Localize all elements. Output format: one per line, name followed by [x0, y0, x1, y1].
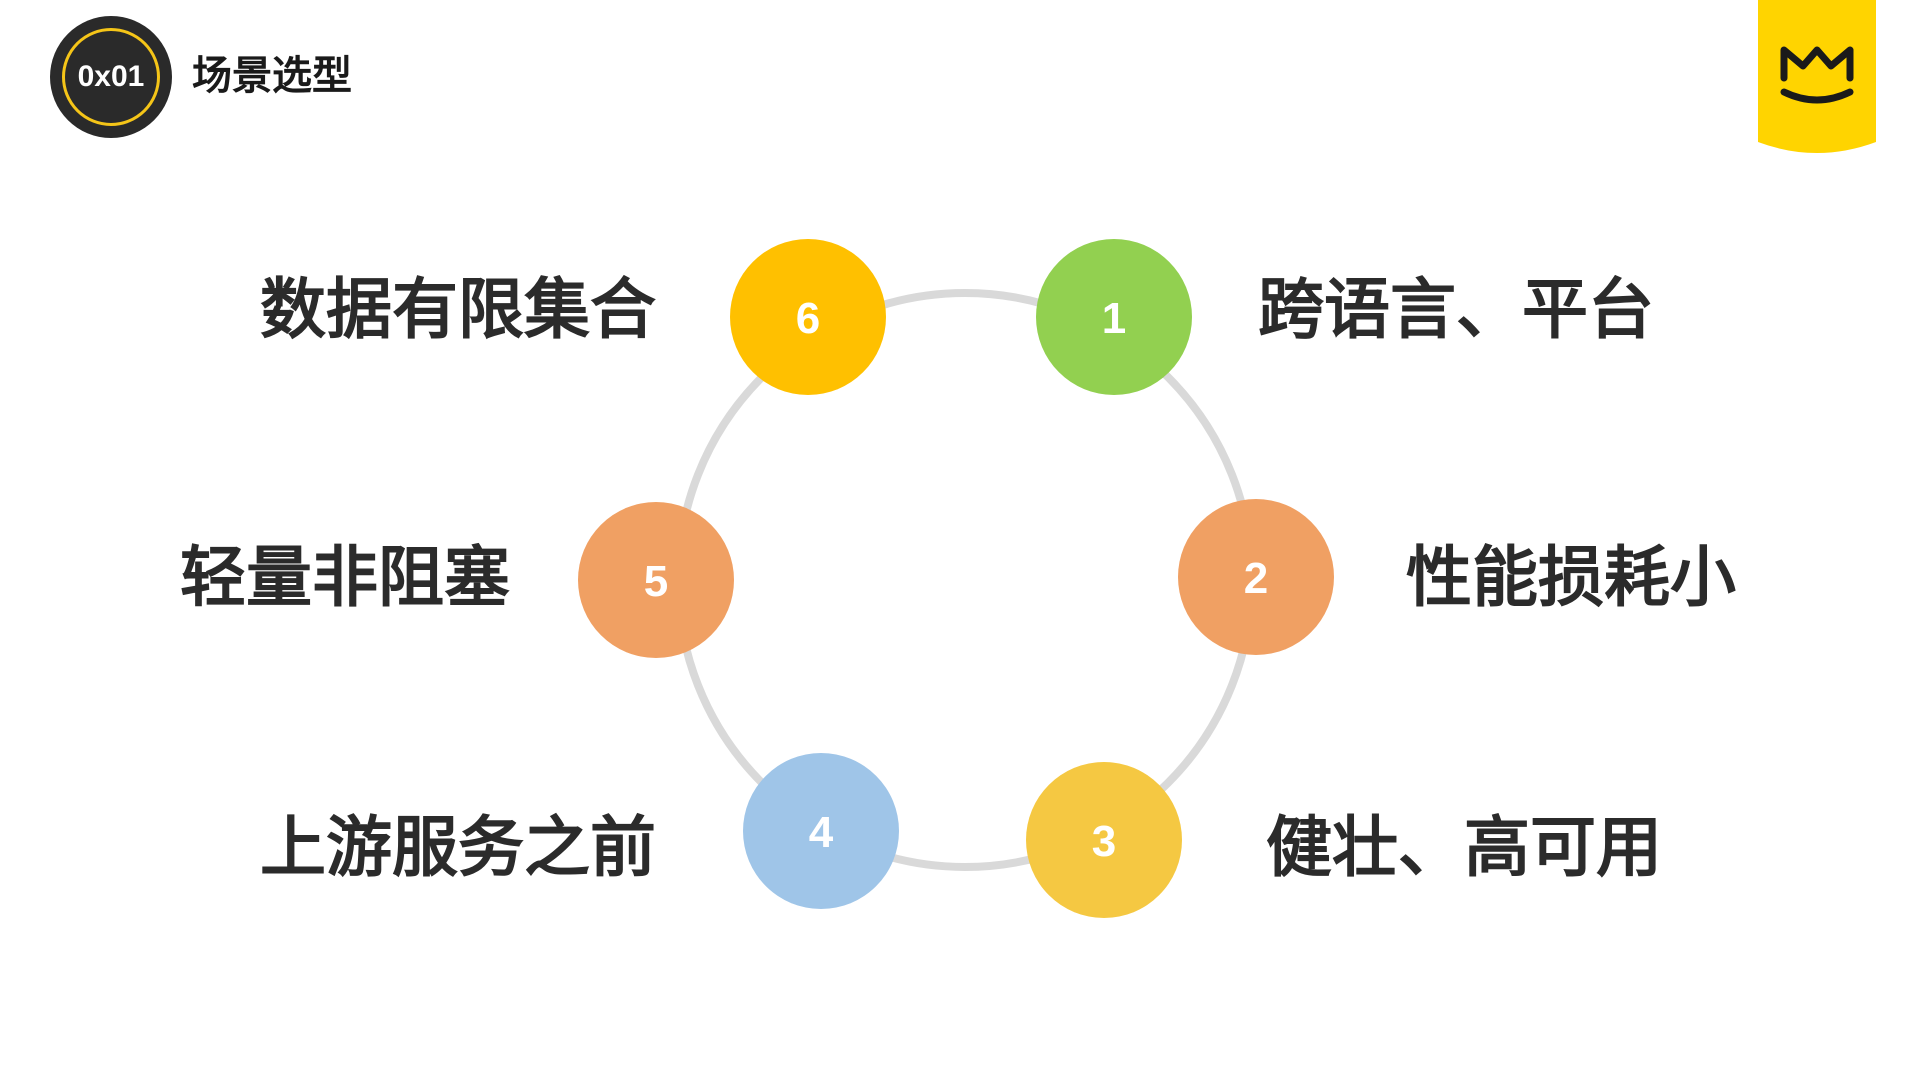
- cycle-node-circle: [1178, 499, 1334, 655]
- label-node-3: 健壮、高可用: [1266, 809, 1662, 886]
- label-node-5: 轻量非阻塞: [180, 539, 510, 616]
- cycle-node-number: 3: [1092, 817, 1116, 866]
- cycle-node-number: 5: [644, 557, 668, 606]
- cycle-node-circle: [730, 239, 886, 395]
- cycle-node-5: 5: [578, 502, 734, 658]
- crown-face-icon: [1780, 46, 1854, 104]
- page-title: 场景选型: [192, 53, 352, 99]
- cycle-node-number: 1: [1102, 294, 1126, 343]
- section-badge-ring: 0x01: [62, 28, 160, 126]
- label-node-2: 性能损耗小: [1406, 539, 1736, 616]
- cycle-node-6: 6: [730, 239, 886, 395]
- cycle-node-number: 4: [809, 808, 834, 857]
- cycle-node-number: 6: [796, 294, 820, 343]
- cycle-node-circle: [1026, 762, 1182, 918]
- cycle-node-number: 2: [1244, 554, 1268, 603]
- cycle-node-4: 4: [743, 753, 899, 909]
- label-node-6: 数据有限集合: [260, 271, 656, 348]
- logo-background: [1758, 0, 1876, 153]
- cycle-node-circle: [743, 753, 899, 909]
- section-badge: 0x01: [50, 16, 172, 138]
- logo-tab: [1758, 0, 1876, 153]
- cycle-nodes: 1 2 3 4 5 6: [578, 239, 1334, 918]
- label-node-4: 上游服务之前: [260, 809, 656, 886]
- cycle-node-2: 2: [1178, 499, 1334, 655]
- section-badge-text: 0x01: [77, 60, 145, 93]
- cycle-node-3: 3: [1026, 762, 1182, 918]
- cycle-node-1: 1: [1036, 239, 1192, 395]
- cycle-node-circle: [1036, 239, 1192, 395]
- cycle-node-circle: [578, 502, 734, 658]
- label-node-1: 跨语言、平台: [1258, 271, 1654, 348]
